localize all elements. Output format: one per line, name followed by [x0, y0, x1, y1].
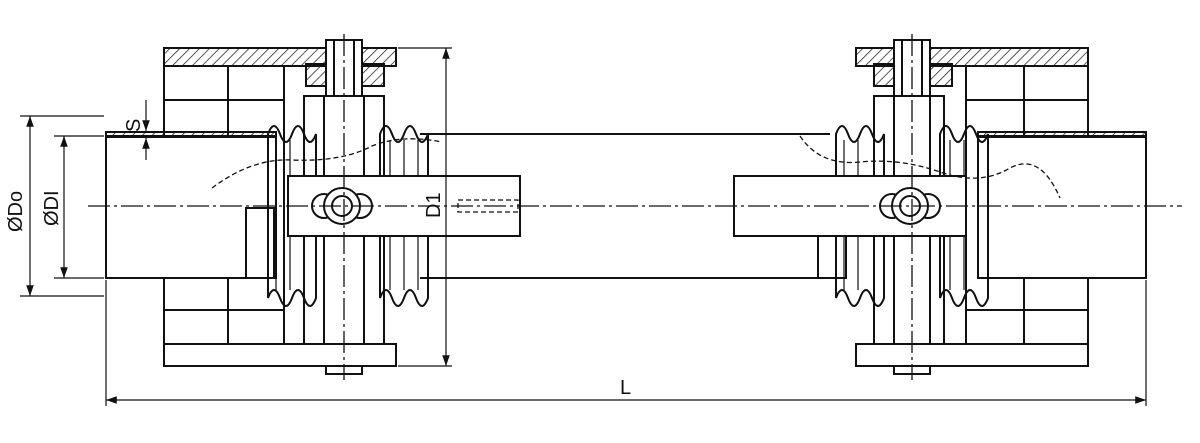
- dim-outer-diameter: ØDo: [5, 191, 27, 232]
- right-pipe-end: [977, 135, 1147, 279]
- dim-wall-thickness: S: [123, 119, 145, 132]
- right-flange-assembly: [733, 39, 1147, 375]
- dimensions: ØDo ØDI S D1 L: [5, 47, 1147, 406]
- dim-length: L: [620, 377, 631, 399]
- dim-pitch-diameter: D1: [423, 192, 445, 218]
- left-bottom-plate: [163, 343, 397, 367]
- dim-inner-diameter: ØDI: [41, 190, 63, 226]
- right-bottom-plate: [855, 343, 1089, 367]
- center-lines: [88, 34, 1182, 380]
